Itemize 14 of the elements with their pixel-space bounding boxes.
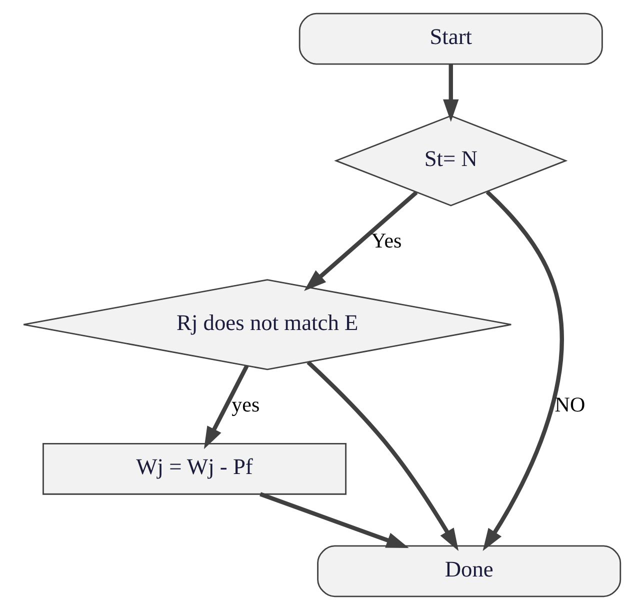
node-diamond: St= N (334, 115, 568, 206)
arrow (482, 190, 564, 552)
node-diamond: Rj does not match E (22, 279, 512, 370)
edge-label: yes (232, 392, 260, 416)
edge-label: Yes (371, 228, 402, 253)
arrow (443, 64, 459, 122)
node-box: Start (298, 12, 603, 65)
arrow (306, 360, 459, 551)
arrow (304, 190, 418, 292)
edge-label: NO (554, 392, 586, 416)
arrow (204, 364, 249, 450)
arrow (260, 492, 409, 548)
node-box: Wj = Wj - Pf (42, 443, 347, 495)
node-box: Done (317, 545, 622, 598)
